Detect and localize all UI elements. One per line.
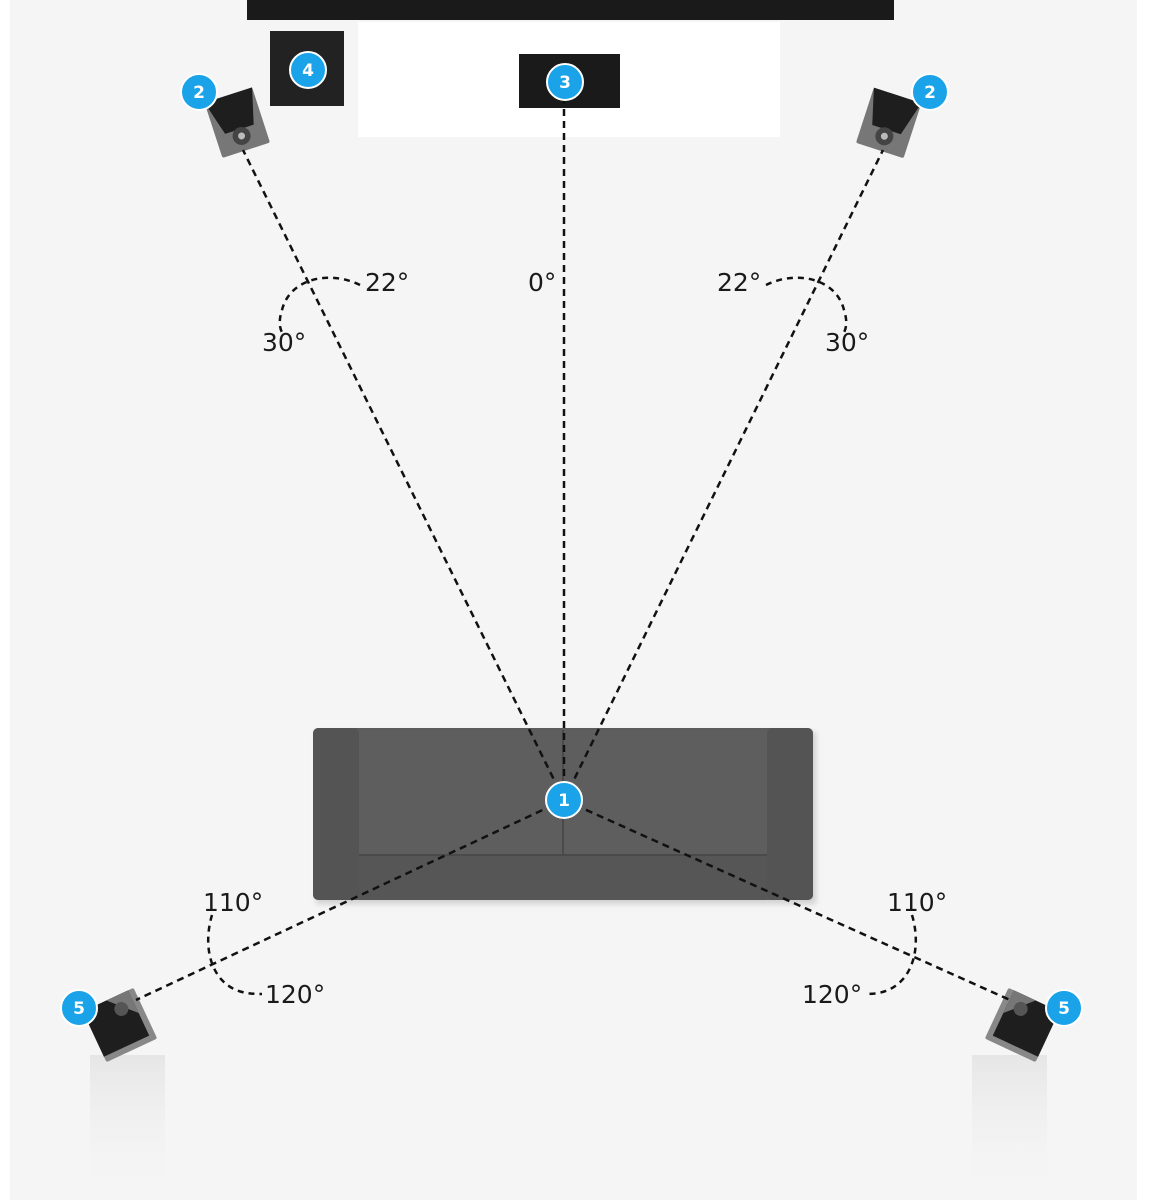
marker-surround-right: 5 — [1045, 989, 1083, 1027]
marker-surround-right-label: 5 — [1058, 999, 1070, 1019]
angle-label-surround-right-max: 120° — [802, 980, 862, 1009]
angle-label-surround-right-min: 110° — [887, 888, 947, 917]
marker-subwoofer: 4 — [289, 51, 327, 89]
marker-subwoofer-label: 4 — [302, 61, 314, 81]
marker-front-right: 2 — [911, 73, 949, 111]
front-right-speaker — [856, 87, 922, 158]
angle-label-front-left-max: 30° — [262, 328, 306, 357]
surround-right-shadow — [972, 1055, 1047, 1200]
angle-label-front-right-max: 30° — [825, 328, 869, 357]
guide-line-surround-right — [563, 798, 1011, 1002]
guide-line-front-right — [562, 149, 885, 801]
surround-left-shadow — [90, 1055, 165, 1200]
guide-line-front-left — [241, 149, 566, 801]
marker-center-label: 3 — [559, 73, 571, 93]
angle-label-front-left-min: 22° — [365, 268, 409, 297]
tv-screen — [247, 0, 894, 20]
marker-listener: 1 — [545, 781, 583, 819]
marker-front-right-label: 2 — [924, 83, 936, 103]
angle-label-center: 0° — [528, 268, 556, 297]
marker-center: 3 — [546, 63, 584, 101]
marker-listener-label: 1 — [558, 791, 570, 811]
angle-label-surround-left-min: 110° — [203, 888, 263, 917]
guide-line-surround-left — [135, 798, 565, 1002]
angle-label-front-right-min: 22° — [717, 268, 761, 297]
room-floor — [10, 0, 1137, 1200]
angle-label-surround-left-max: 120° — [265, 980, 325, 1009]
arc-front-right — [765, 276, 848, 335]
marker-surround-left-label: 5 — [73, 999, 85, 1019]
marker-surround-left: 5 — [60, 989, 98, 1027]
surround-left-speaker — [82, 988, 157, 1062]
front-left-speaker — [204, 87, 270, 158]
marker-front-left: 2 — [180, 73, 218, 111]
arc-front-left — [278, 276, 361, 335]
marker-front-left-label: 2 — [193, 83, 205, 103]
surround-right-speaker — [985, 988, 1060, 1062]
